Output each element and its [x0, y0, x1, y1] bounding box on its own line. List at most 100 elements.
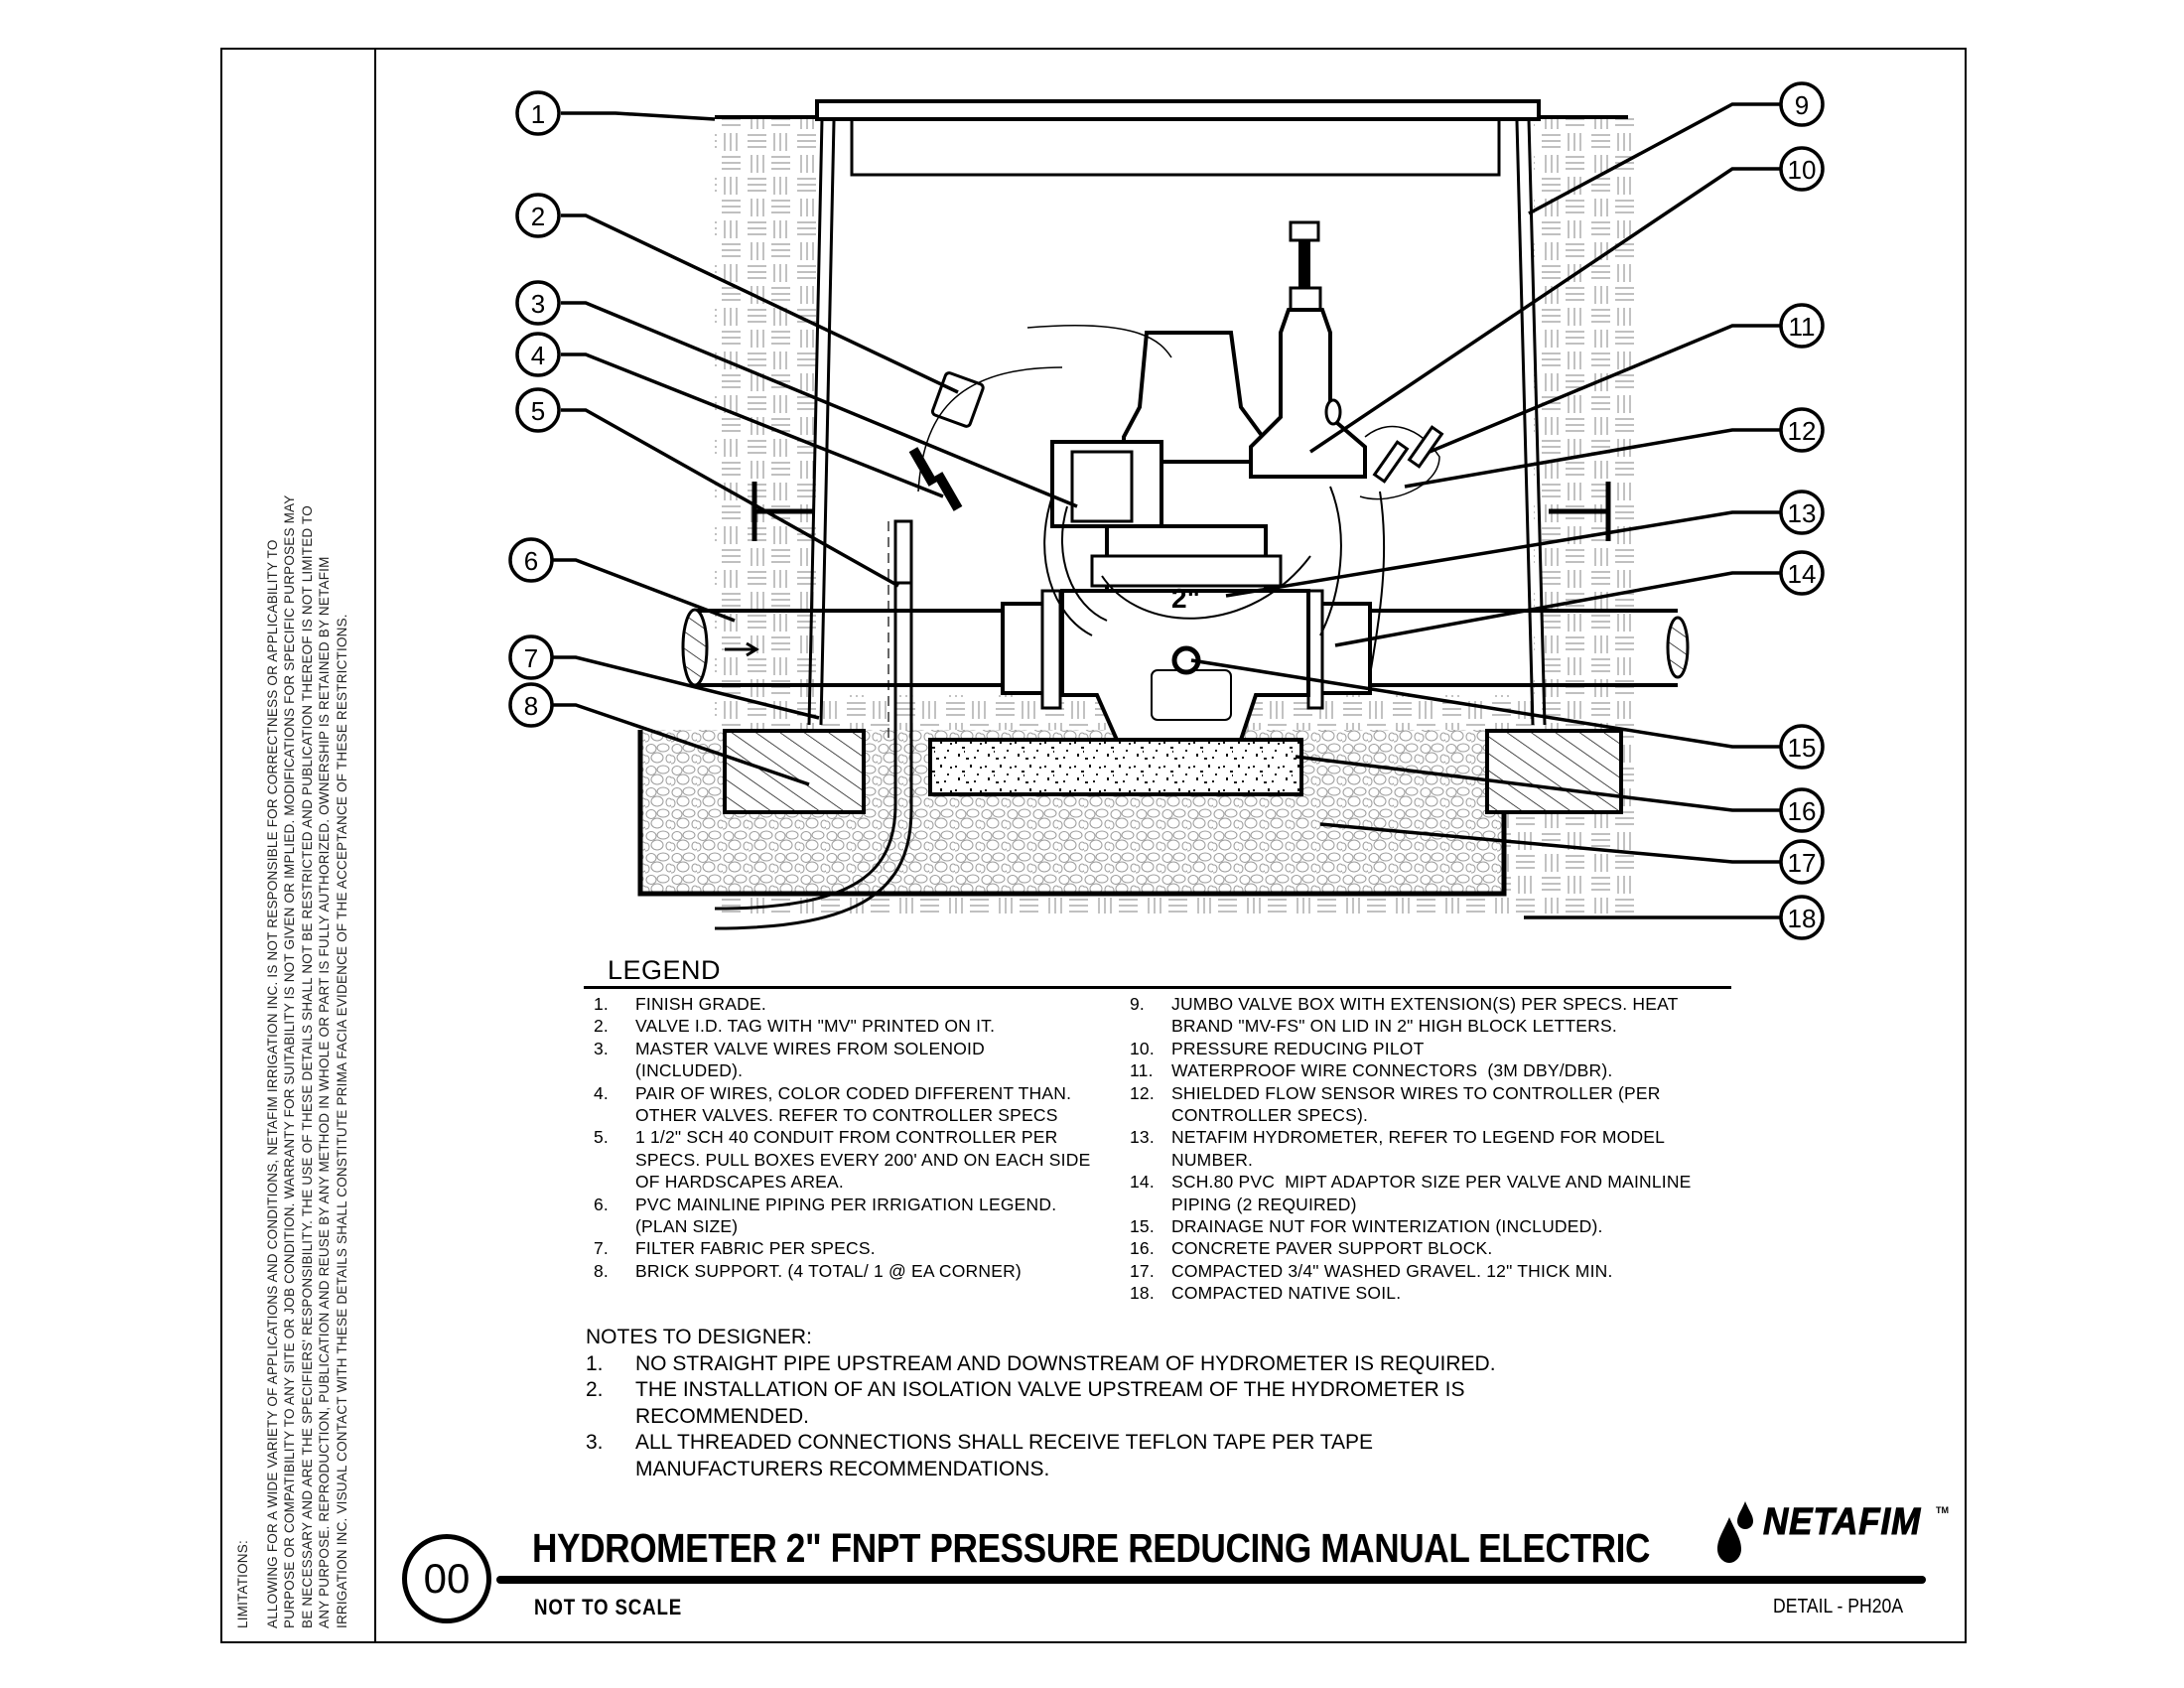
title-rule [496, 1576, 1926, 1584]
wire-connector [933, 472, 963, 511]
callout-6: 6 [508, 537, 554, 583]
size-marking: 2" [1171, 583, 1200, 614]
leader-10 [1309, 167, 1782, 454]
conduit-end [893, 519, 913, 585]
leader-4 [561, 352, 944, 498]
callout-number: 13 [1788, 498, 1817, 528]
legend-item: 5.1 1/2" SCH 40 CONDUIT FROM CONTROLLER … [594, 1127, 1091, 1193]
callout-18: 18 [1779, 895, 1825, 940]
callout-number: 17 [1788, 848, 1817, 878]
callout-3: 3 [515, 280, 561, 326]
callout-number: 9 [1795, 90, 1809, 120]
leader-3 [561, 301, 1078, 508]
callout-number: 4 [531, 341, 545, 370]
legend-item: 7.FILTER FABRIC PER SPECS. [594, 1238, 876, 1259]
callout-number: 5 [531, 396, 545, 426]
native-soil [1534, 117, 1638, 695]
legend-item: 2.VALVE I.D. TAG WITH "MV" PRINTED ON IT… [594, 1016, 996, 1037]
scale-note: NOT TO SCALE [534, 1595, 683, 1619]
legend-item: 10.PRESSURE REDUCING PILOT [1130, 1038, 1425, 1058]
legend-item: 4.PAIR OF WIRES, COLOR CODED DIFFERENT T… [594, 1082, 1072, 1126]
callout-number: 16 [1788, 796, 1817, 826]
callout-11: 11 [1779, 303, 1825, 349]
note-item: 1.NO STRAIGHT PIPE UPSTREAM AND DOWNSTRE… [586, 1351, 1496, 1375]
valve-box-lid [815, 99, 1541, 121]
callout-13: 13 [1779, 490, 1825, 535]
pipe-end-right [1666, 616, 1690, 679]
legend-title: LEGEND [608, 955, 722, 985]
valve-box-wall-left [807, 118, 836, 726]
callout-9: 9 [1779, 81, 1825, 127]
valve-box-wall-right [1515, 118, 1547, 726]
waterproof-connector [1372, 440, 1410, 484]
legend-item: 18.COMPACTED NATIVE SOIL. [1130, 1283, 1402, 1304]
callout-number: 1 [531, 99, 545, 129]
leader-17 [1319, 822, 1782, 864]
control-tubing [1043, 486, 1386, 676]
detail-title: HYDROMETER 2" FNPT PRESSURE REDUCING MAN… [532, 1525, 1651, 1571]
mainline-pipe-left [695, 609, 1003, 687]
flow-sensor-wires [1359, 426, 1440, 500]
leader-1 [561, 111, 716, 121]
mipt-adaptor-right-flange [1306, 589, 1324, 710]
callout-number: 11 [1789, 312, 1816, 342]
legend-item: 16.CONCRETE PAVER SUPPORT BLOCK. [1130, 1238, 1493, 1259]
concrete-paver [928, 738, 1303, 796]
leader-5 [561, 408, 899, 588]
legend-item: 8.BRICK SUPPORT. (4 TOTAL/ 1 @ EA CORNER… [594, 1260, 1022, 1281]
pilot-threaded-rod [1298, 240, 1310, 288]
callout-14: 14 [1779, 550, 1825, 596]
callout-4: 4 [515, 332, 561, 377]
legend-item: 3.MASTER VALVE WIRES FROM SOLENOID (INCL… [594, 1038, 985, 1081]
callout-number: 10 [1788, 155, 1817, 185]
callout-16: 16 [1779, 787, 1825, 833]
callout-number: 3 [531, 289, 545, 319]
legend-item: 1.FINISH GRADE. [594, 994, 766, 1014]
callout-15: 15 [1779, 724, 1825, 770]
legend-item: 9.JUMBO VALVE BOX WITH EXTENSION(S) PER … [1130, 994, 1679, 1037]
callout-number: 2 [531, 202, 545, 231]
native-soil [715, 117, 819, 695]
legend-column-left: 1.FINISH GRADE. 2.VALVE I.D. TAG WITH "M… [594, 993, 1150, 1282]
legend-item: 14.SCH.80 PVC MIPT ADAPTOR SIZE PER VALV… [1130, 1172, 1697, 1214]
leader-lines [547, 102, 1782, 919]
leader-16 [1295, 755, 1782, 812]
legend-column-right: 9.JUMBO VALVE BOX WITH EXTENSION(S) PER … [1130, 993, 1735, 1305]
legend-item: 15.DRAINAGE NUT FOR WINTERIZATION (INCLU… [1130, 1216, 1603, 1237]
conduit [714, 521, 913, 930]
detail-reference: DETAIL - PH20A [1773, 1596, 1904, 1618]
leader-6 [547, 558, 736, 623]
leader-2 [561, 213, 959, 394]
water-drops-icon [1717, 1501, 1753, 1563]
pipe-end-left [681, 608, 709, 687]
legend-rule [584, 986, 1731, 989]
callout-7: 7 [508, 634, 554, 680]
sheet-border [220, 48, 1967, 1643]
pressure-reducing-pilot [1249, 308, 1367, 479]
legend-item: 11.WATERPROOF WIRE CONNECTORS (3M DBY/DB… [1130, 1060, 1613, 1081]
pilot-port [1324, 398, 1342, 426]
pilot-bolt-head [1289, 220, 1320, 242]
callout-number: 18 [1788, 904, 1817, 933]
trademark-mark: TM [1936, 1505, 1949, 1515]
callout-number: 6 [524, 546, 538, 576]
hydrometer-lower-cap [1090, 554, 1283, 588]
brick-support-left [723, 729, 866, 814]
leader-11 [1429, 324, 1782, 454]
note-item: 2.THE INSTALLATION OF AN ISOLATION VALVE… [586, 1378, 1465, 1428]
brick-support-right [1485, 729, 1623, 814]
callout-number: 14 [1788, 559, 1817, 589]
brand-wordmark: NETAFIM [1763, 1501, 1922, 1544]
legend-item: 12.SHIELDED FLOW SENSOR WIRES TO CONTROL… [1130, 1082, 1661, 1126]
callout-2: 2 [515, 193, 561, 238]
valve-box-lid-skirt [850, 119, 1501, 177]
legend-item: 13.NETAFIM HYDROMETER, REFER TO LEGEND F… [1130, 1127, 1665, 1170]
leader-7 [547, 655, 820, 720]
callout-10: 10 [1779, 146, 1825, 192]
mipt-adaptor-left-flange [1040, 589, 1062, 710]
leader-15 [1190, 658, 1782, 749]
legend-item: 6.PVC MAINLINE PIPING PER IRRIGATION LEG… [594, 1194, 1057, 1237]
callout-12: 12 [1779, 407, 1825, 453]
callout-number: 8 [524, 691, 538, 721]
